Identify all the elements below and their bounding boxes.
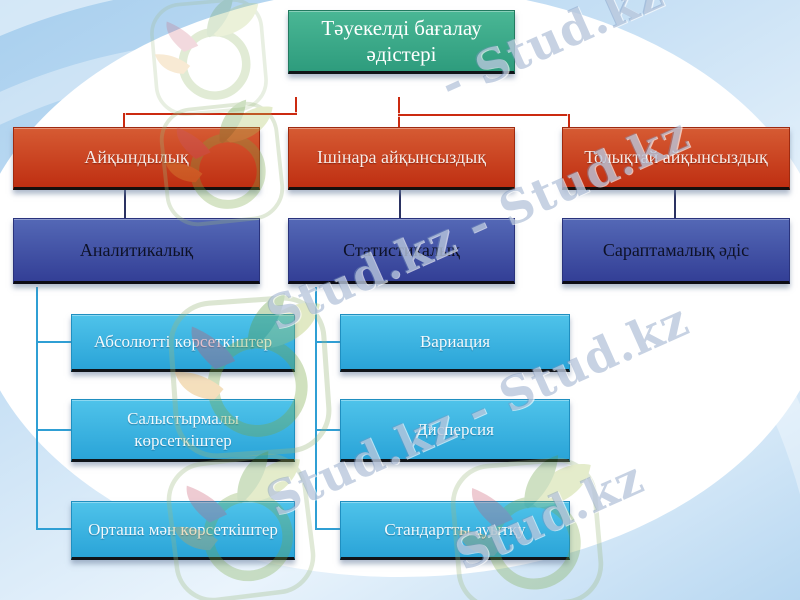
leaf-standard-deviation: Стандартты ауытқу <box>340 501 570 560</box>
leaf-absolute-indicators: Абсолютті көрсеткіштер <box>71 314 295 372</box>
node-certainty: Айқындылық <box>13 127 260 190</box>
node-certainty-label: Айқындылық <box>84 147 189 168</box>
node-expert-method-label: Сараптамалық әдіс <box>602 239 750 260</box>
connector-root-left <box>123 113 297 115</box>
connector-root-right <box>568 114 570 128</box>
leaf-relative-indicators: Салыстырмалы көрсеткіштер <box>71 399 295 462</box>
leaf-average-indicators: Орташа мән көрсеткіштер <box>71 501 295 560</box>
connector-root-left <box>123 113 125 128</box>
connector-middle-column <box>399 190 401 218</box>
connector-root-left <box>295 97 297 114</box>
node-root: Тәуекелді бағалау әдістері <box>288 10 515 74</box>
node-statistical: Статистикалық <box>288 218 515 284</box>
node-analytical-label: Аналитикалық <box>79 239 194 260</box>
leaf-dispersion: Дисперсия <box>340 399 570 462</box>
background-ellipse <box>0 0 800 577</box>
leaf-absolute-indicators-label: Абсолютті көрсеткіштер <box>93 332 273 352</box>
connector-middle-leaf-3 <box>315 528 341 530</box>
connector-right-column <box>674 190 676 218</box>
connector-middle-leaves-trunk <box>315 287 317 530</box>
leaf-variation: Вариация <box>340 314 570 372</box>
leaf-average-indicators-label: Орташа мән көрсеткіштер <box>88 519 278 539</box>
leaf-standard-deviation-label: Стандартты ауытқу <box>384 519 526 539</box>
leaf-variation-label: Вариация <box>419 332 491 352</box>
node-full-uncertainty: Толықтай айқынсыздық <box>562 127 790 190</box>
node-full-uncertainty-label: Толықтай айқынсыздық <box>584 147 768 168</box>
leaf-dispersion-label: Дисперсия <box>416 419 494 439</box>
connector-left-leaves-trunk <box>36 287 38 530</box>
node-root-label: Тәуекелді бағалау әдістері <box>321 15 482 66</box>
connector-middle-leaf-1 <box>315 341 341 343</box>
connector-left-leaf-2 <box>36 429 72 431</box>
connector-left-leaf-1 <box>36 341 72 343</box>
node-statistical-label: Статистикалық <box>343 239 460 260</box>
connector-root-right <box>398 114 570 116</box>
node-expert-method: Сараптамалық әдіс <box>562 218 790 284</box>
connector-left-column <box>124 190 126 218</box>
connector-middle-leaf-2 <box>315 429 341 431</box>
leaf-relative-indicators-label: Салыстырмалы көрсеткіштер <box>127 409 239 450</box>
node-partial-uncertainty: Ішінара айқынсыздық <box>288 127 515 190</box>
connector-root-middle <box>398 97 400 128</box>
node-analytical: Аналитикалық <box>13 218 260 284</box>
node-partial-uncertainty-label: Ішінара айқынсыздық <box>317 147 486 168</box>
connector-left-leaf-3 <box>36 528 72 530</box>
